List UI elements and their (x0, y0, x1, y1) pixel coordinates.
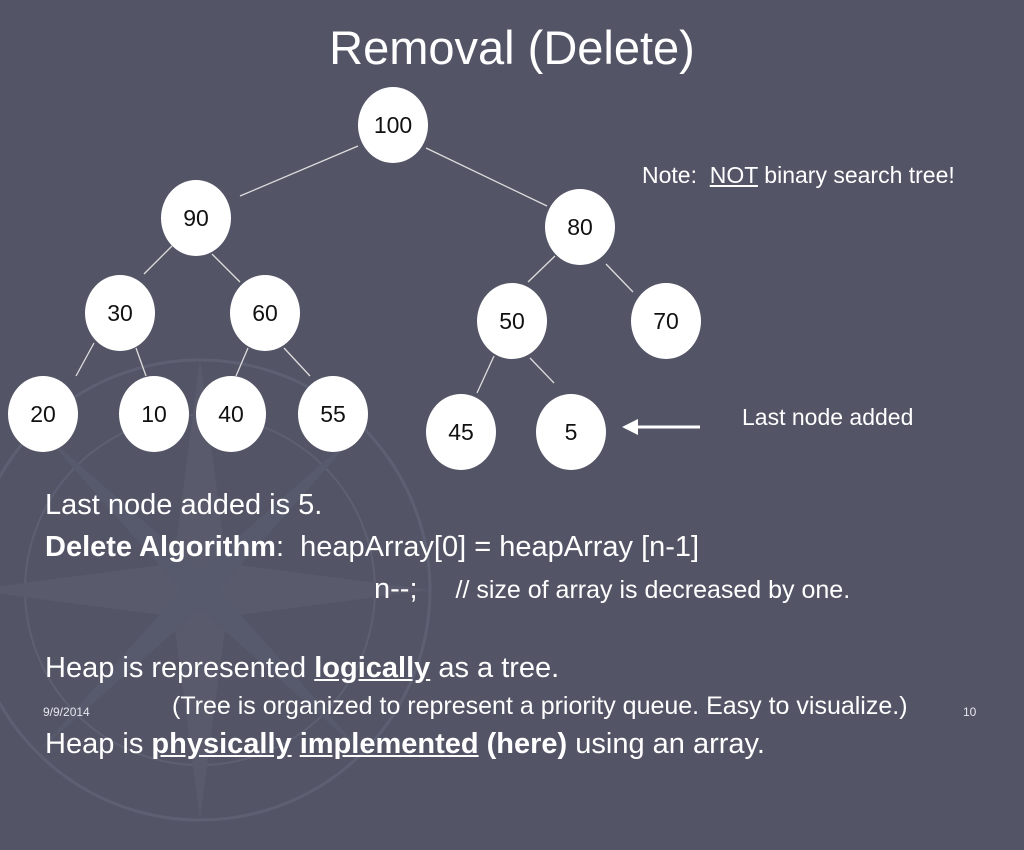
physical-pre: Heap is (45, 728, 152, 760)
text-line-tree-note: (Tree is organized to represent a priori… (172, 692, 908, 720)
node-20-label: 20 (30, 401, 56, 427)
here-emphasis: (here) (486, 728, 568, 760)
node-10 (119, 376, 189, 452)
node-70-label: 70 (653, 308, 679, 334)
node-80 (545, 189, 615, 265)
logical-emphasis: logically (314, 652, 431, 684)
footer-date: 9/9/2014 (43, 705, 90, 719)
edge-30-10 (135, 347, 147, 377)
note-suffix: binary search tree! (757, 162, 955, 188)
node-20 (8, 376, 78, 452)
node-100 (358, 87, 428, 163)
node-90-label: 90 (183, 205, 209, 231)
edge-80-50 (527, 255, 556, 283)
logical-post: as a tree. (430, 652, 560, 684)
node-55 (298, 376, 368, 452)
edge-100-80 (425, 147, 548, 207)
node-50-label: 50 (499, 308, 525, 334)
text-line-decrement: n--; // size of array is decreased by one… (374, 571, 850, 608)
text-line-physical: Heap is physically implemented (here) us… (45, 726, 765, 762)
text-line-last-node: Last node added is 5. (45, 489, 323, 521)
text-line-delete-algorithm: Delete Algorithm: heapArray[0] = heapArr… (45, 529, 699, 565)
edge-50-45 (476, 355, 495, 394)
text-line-logical: Heap is represented logically as a tree. (45, 650, 559, 686)
decrement-comment: // size of array is decreased by one. (455, 576, 851, 604)
node-80-label: 80 (567, 214, 593, 240)
note-prefix: Note: (642, 162, 710, 188)
node-5-label: 5 (565, 419, 578, 445)
slide-title: Removal (Delete) (329, 21, 695, 74)
node-50 (477, 283, 547, 359)
node-60-label: 60 (252, 300, 278, 326)
node-30-label: 30 (107, 300, 133, 326)
node-45 (426, 394, 496, 470)
node-70 (631, 283, 701, 359)
edge-90-60 (211, 253, 241, 283)
note-emphasis: NOT (709, 162, 758, 188)
node-45-label: 45 (448, 419, 474, 445)
slide-number: 10 (963, 705, 977, 719)
node-60 (230, 275, 300, 351)
edge-50-5 (529, 357, 555, 384)
delete-algorithm-statement: : heapArray[0] = heapArray [n-1] (275, 531, 700, 563)
node-30 (85, 275, 155, 351)
physical-post: using an array. (567, 728, 765, 760)
edge-60-55 (283, 347, 311, 377)
implemented-emphasis: implemented (299, 728, 479, 760)
node-10-label: 10 (141, 401, 167, 427)
node-40 (196, 376, 266, 452)
edge-60-40 (235, 347, 249, 377)
node-90 (161, 180, 231, 256)
compass-watermark (0, 358, 432, 822)
node-5 (536, 394, 606, 470)
decrement-code: n--; (374, 573, 418, 605)
edge-90-30 (143, 245, 173, 275)
node-100-label: 100 (374, 112, 412, 138)
note-text: Note: NOT binary search tree! (642, 161, 955, 189)
node-40-label: 40 (218, 401, 244, 427)
heap-tree-diagram: 100 90 80 30 60 50 70 20 10 40 55 45 5 (8, 87, 701, 470)
physical-emphasis: physically (151, 728, 292, 760)
edge-80-70 (605, 263, 634, 293)
node-55-label: 55 (320, 401, 346, 427)
delete-algorithm-heading: Delete Algorithm (45, 531, 276, 563)
logical-pre: Heap is represented (45, 652, 315, 684)
left-arrow-icon (622, 419, 700, 435)
edge-30-20 (75, 342, 95, 377)
edge-100-90 (239, 145, 359, 197)
last-node-label: Last node added (742, 404, 914, 430)
